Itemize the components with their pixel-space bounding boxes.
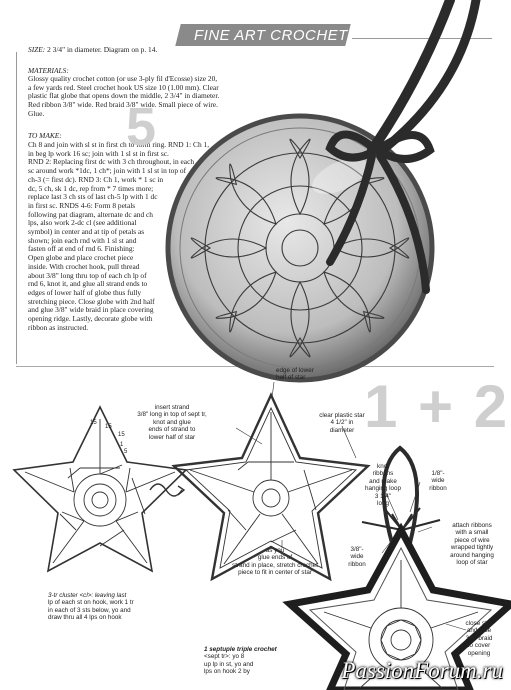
note-close-star: close star and glue 3/8" braid to cover … xyxy=(465,620,493,657)
instruction-line: about 3/8" long thru top of each ch lp o… xyxy=(28,270,147,280)
star-number: 5 xyxy=(124,449,128,455)
size-block: SIZE: 2 3/4" in diameter. Diagram on p. … xyxy=(28,45,158,55)
size-text: 2 3/4" in diameter. Diagram on p. 14. xyxy=(47,45,158,54)
lace-doily xyxy=(190,138,410,358)
size-label: SIZE: xyxy=(28,45,46,54)
instruction-line: Open globe and place crochet piece xyxy=(28,253,134,263)
instruction-line: symbol) in center and at tip of petals a… xyxy=(28,227,145,237)
note-ribbon-18: 1/8"- wide ribbon xyxy=(429,470,447,492)
star-numbers: 15 15 15 1 5 xyxy=(90,420,128,455)
instruction-line: ribbon as instructed. xyxy=(28,322,89,332)
instruction-line: lps, also work 2-dc cl (see additional xyxy=(28,218,137,228)
instruction-line: shown; join each rnd with 1 sl st and xyxy=(28,235,137,245)
materials-line: a few yards red. Steel crochet hook US s… xyxy=(28,82,219,92)
note-insert-strand: insert strand 3/8" long in top of sept t… xyxy=(137,404,207,441)
star-number: 15 xyxy=(90,420,97,426)
materials-line: Glue. xyxy=(28,108,45,118)
right-leader-lines xyxy=(381,481,467,631)
column-rule xyxy=(16,52,17,364)
to-make-label: TO MAKE: xyxy=(28,131,62,140)
instruction-line: opening ridge. Lastly, decorate globe wi… xyxy=(28,314,153,324)
note-attach-ribbons: attach ribbons with a small piece of wir… xyxy=(450,522,494,567)
finished-star-ornament xyxy=(282,445,511,690)
materials-text: Glossy quality crochet cotton (or use 3-… xyxy=(28,74,468,119)
note-septuple: 1 septuple triple crochet <sept tr>: yo … xyxy=(204,646,277,676)
note-glue-ends: as you glue ends of strand in place, str… xyxy=(232,547,318,577)
materials-line: plastic flat globe that opens down the m… xyxy=(28,91,220,101)
instruction-line: and glue 3/8" wide braid in place coveri… xyxy=(28,305,154,315)
instruction-line: dc, 5 ch, sk 1 dc, rep from * 7 times mo… xyxy=(28,183,154,193)
header-title: FINE ART CROCHET xyxy=(194,27,348,44)
instruction-line: fasten off at end of rnd 6. Finishing: xyxy=(28,244,135,254)
to-make-text: Ch 8 and join with sl st in first ch to … xyxy=(28,140,278,332)
instruction-line: RND 2: Replacing first dc with 3 ch thro… xyxy=(28,157,195,167)
instruction-line: edges of lower half of globe thus fully xyxy=(28,287,142,297)
header-rule xyxy=(352,38,492,39)
note-edge-lower: edge of lower half of star xyxy=(276,367,314,382)
star-crochet-diagram xyxy=(12,405,188,573)
instruction-line: replace last 3 ch sts of last ch-5 lp wi… xyxy=(28,192,158,202)
instruction-line: following pat diagram, alternate dc and … xyxy=(28,209,153,219)
note-cluster: 3-tr cluster <cl>: leaving last lp of ea… xyxy=(48,592,134,622)
instruction-line: ch-3 (= first dc). RND 3: Ch 1, work * 1… xyxy=(28,174,164,184)
materials-label: MATERIALS: xyxy=(28,66,69,75)
instruction-line: stretching piece. Close globe with 2nd h… xyxy=(28,296,155,306)
globe-ribbon xyxy=(325,0,481,294)
star-assembly-diagram xyxy=(149,392,371,582)
star-number: 15 xyxy=(118,432,125,438)
instruction-line: in first sc. RNDS 4-6: Form 8 petals xyxy=(28,200,136,210)
materials-line: Red ribbon 3/8" wide. Red braid 3/8" wid… xyxy=(28,100,218,110)
note-clear-star: clear plastic star 4 1/2" in diameter xyxy=(319,412,365,434)
instruction-line: inside. With crochet hook, pull thread xyxy=(28,261,140,271)
instruction-line: Ch 8 and join with sl st in first ch to … xyxy=(28,140,210,149)
note-ribbon-38: 3/8"- wide ribbon xyxy=(348,546,366,568)
star-number: 15 xyxy=(105,424,112,430)
section-number-globe: 5 xyxy=(126,97,157,157)
instruction-line: sc around work *1dc, 1 ch*; join with 1 … xyxy=(28,166,187,176)
leader-lines xyxy=(235,381,357,548)
instruction-line: in beg lp work 16 sc; join with 1 sl st … xyxy=(28,148,169,158)
materials-line: Glossy quality crochet cotton (or use 3-… xyxy=(28,74,218,83)
watermark: PassionForum.ru xyxy=(341,658,503,683)
section-number-stars: 1 + 2 xyxy=(364,373,510,440)
star-number: 1 xyxy=(120,442,124,448)
instruction-line: rnd 6, knot it, and glue all strand ends… xyxy=(28,279,148,289)
note-knot-ribbons: knot ribbons and make hanging loop 3 1/4… xyxy=(364,463,402,508)
